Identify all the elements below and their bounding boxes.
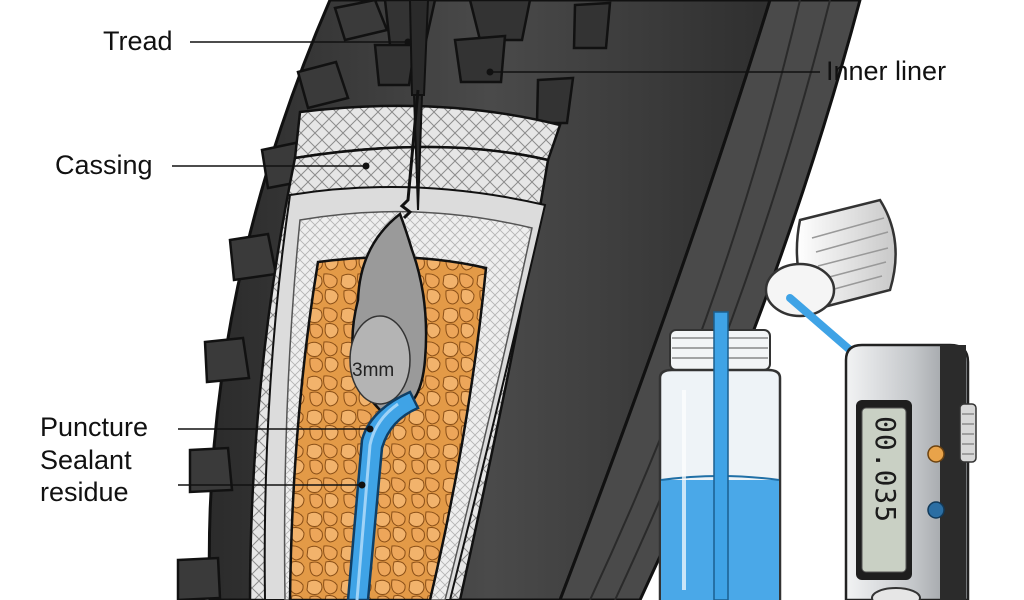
- label-sealant: Sealant: [40, 445, 132, 475]
- label-residue: residue: [40, 477, 129, 507]
- label-casing: Cassing: [55, 150, 153, 180]
- blue-button-icon[interactable]: [927, 501, 945, 519]
- tire-sidewall: [558, 0, 862, 600]
- hole-size-label: 3mm: [352, 360, 395, 381]
- label-puncture: Puncture: [40, 412, 149, 442]
- label-inner-liner: Inner liner: [826, 56, 947, 86]
- leader-lines: [172, 41, 820, 486]
- sealant-residue-flow: [346, 390, 420, 600]
- label-tread: Tread: [103, 26, 173, 56]
- sealant-bottle: [658, 311, 782, 600]
- leader-dots: [358, 38, 494, 489]
- gauge-reading: 00.035: [869, 416, 902, 524]
- valve-cap: [764, 198, 897, 354]
- pressure-gauge: [844, 343, 977, 600]
- orange-button-icon[interactable]: [927, 445, 945, 463]
